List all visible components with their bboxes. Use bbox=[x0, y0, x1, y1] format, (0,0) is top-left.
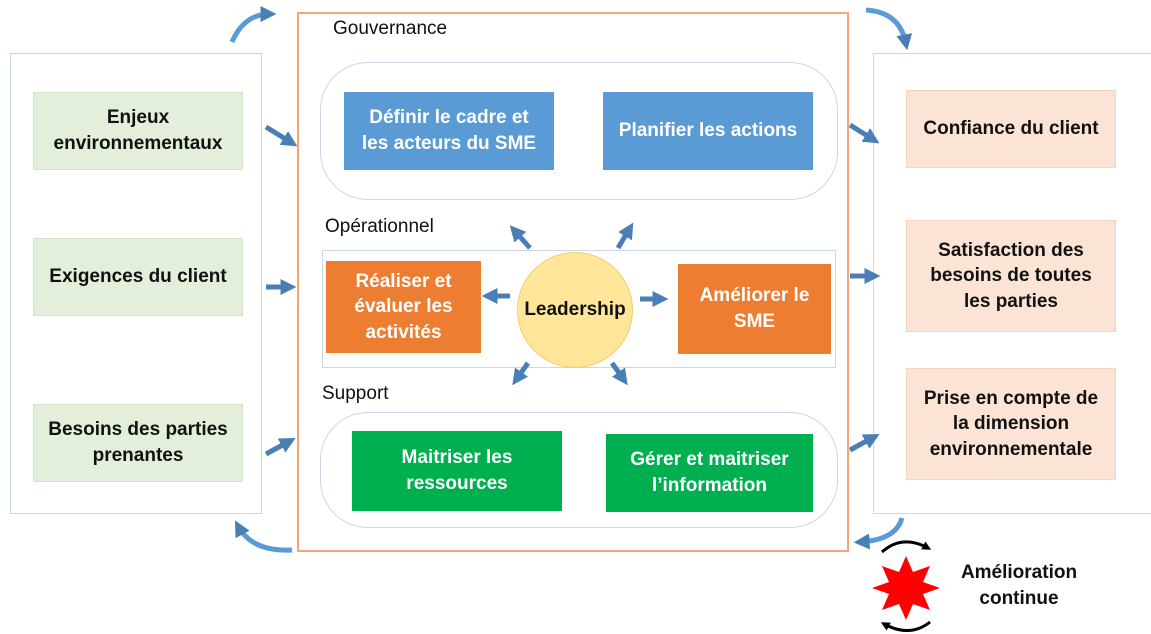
arrow-output-confiance bbox=[848, 122, 880, 144]
operationnel-label: Opérationnel bbox=[325, 216, 434, 237]
arrow-leader-downleft bbox=[512, 361, 531, 386]
cycle-arrow-bottom-right bbox=[853, 517, 905, 550]
operationnel-box-realiser: Réaliser et évaluer les activités bbox=[326, 261, 481, 353]
input-exigences: Exigences du client bbox=[33, 238, 243, 316]
gouvernance-box-planifier: Planifier les actions bbox=[603, 92, 813, 170]
support-box-ressources: Maitriser les ressources bbox=[352, 431, 562, 511]
operationnel-box-ameliorer: Améliorer le SME bbox=[678, 264, 831, 354]
arrow-leader-upright bbox=[615, 222, 634, 250]
output-confiance: Confiance du client bbox=[906, 90, 1116, 168]
arrow-input-enjeux bbox=[264, 124, 298, 147]
output-satisfaction: Satisfaction des besoins de toutes les p… bbox=[906, 220, 1116, 332]
red-burst-icon bbox=[872, 556, 940, 620]
cycle-arrow-top-left bbox=[229, 6, 277, 44]
amelioration-continue-label: Amélioration continue bbox=[960, 562, 1078, 609]
support-label: Support bbox=[322, 383, 389, 404]
cycle-arrow-bottom-left bbox=[234, 520, 293, 553]
gouvernance-label: Gouvernance bbox=[333, 18, 448, 39]
gouvernance-box-cadre: Définir le cadre et les acteurs du SME bbox=[344, 92, 554, 170]
cycle-black-arrow-bottom bbox=[880, 620, 931, 632]
arrow-leader-downright bbox=[609, 361, 628, 386]
arrow-input-besoins bbox=[264, 437, 296, 457]
arrow-leader-upleft bbox=[509, 225, 532, 250]
support-box-information: Gérer et maitriser l’information bbox=[606, 434, 813, 512]
cycle-black-arrow-top bbox=[880, 540, 932, 554]
leadership-circle: Leadership bbox=[517, 252, 633, 368]
management-system-frame bbox=[297, 12, 849, 552]
input-enjeux: Enjeux environnementaux bbox=[33, 92, 243, 170]
output-prise-en-compte: Prise en compte de la dimension environn… bbox=[906, 368, 1116, 480]
cycle-arrow-top-right bbox=[865, 7, 913, 51]
arrow-output-prise bbox=[848, 433, 880, 453]
input-besoins: Besoins des parties prenantes bbox=[33, 404, 243, 482]
